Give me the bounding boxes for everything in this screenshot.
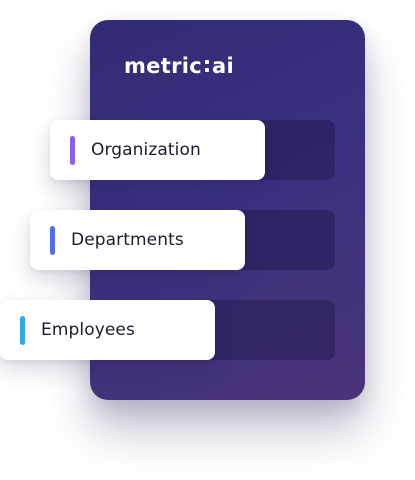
employees-accent-bar xyxy=(20,315,25,345)
brand-name-left: metric xyxy=(124,54,202,78)
nav-item-employees[interactable]: Employees xyxy=(0,300,215,360)
nav-item-label: Departments xyxy=(71,230,184,250)
departments-accent-bar xyxy=(50,225,55,255)
nav-item-organization[interactable]: Organization xyxy=(50,120,265,180)
nav-item-label: Employees xyxy=(41,320,135,340)
brand-name-right: ai xyxy=(211,54,234,78)
organization-accent-bar xyxy=(70,135,75,165)
nav-item-departments[interactable]: Departments xyxy=(30,210,245,270)
nav-item-label: Organization xyxy=(91,140,201,160)
double-colon-icon xyxy=(204,55,209,77)
brand-logo: metric ai xyxy=(124,51,234,81)
